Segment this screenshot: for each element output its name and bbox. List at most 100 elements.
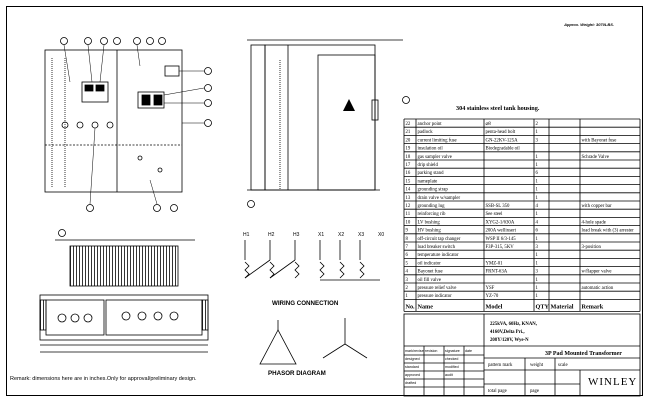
phasor-caption: PHASOR DIAGRAM [268, 370, 326, 377]
bom-cell-no: 21 [406, 130, 411, 135]
total-page-label: total page [488, 389, 507, 394]
bom-header-cell: Material [551, 303, 574, 310]
title-block-label: drafted [405, 381, 416, 385]
bom-cell-qty: 1 [536, 261, 539, 266]
bom-cell-qty: 1 [536, 253, 539, 258]
bom-cell-name: pressure indicator [418, 294, 453, 299]
wiring-diagram [244, 240, 380, 281]
spec-line-1: 225kVA, 60Hz, KNAN, [490, 322, 538, 327]
bom-cell-no: 22 [406, 122, 411, 127]
bom-cell-name: temperature indicator [418, 253, 460, 258]
bom-cell-model: Biodegradable oil [486, 147, 521, 152]
bom-cell-model: YMZ-01 [486, 261, 504, 266]
bom-cell-no: 7 [406, 245, 409, 250]
bom-cell-qty: 1 [536, 130, 539, 135]
phasor-diagram [259, 318, 368, 365]
bom-cell-qty: 1 [536, 212, 539, 217]
product-title: 3P Pad Mounted Transformer [545, 351, 622, 357]
terminal-h3: H3 [293, 232, 300, 238]
bom-header-cell: Model [486, 303, 503, 310]
title-block-label: audit [445, 373, 453, 377]
bom-cell-name: load breaker switch [418, 245, 456, 250]
bill-of-materials: 22 anchor point ⌀8 2 21 padlock penta-head bol… [403, 118, 641, 312]
bom-cell-qty: 4 [536, 204, 539, 209]
bom-cell-model: ⌀8 [486, 122, 492, 127]
bom-cell-name: oil indicator [418, 261, 442, 266]
terminal-x0: X0 [378, 232, 384, 238]
front-view [44, 49, 183, 193]
bom-cell-name: pressure relief valve [418, 286, 457, 291]
title-block-label: checked [445, 357, 458, 361]
bom-cell-name: grounding lug [418, 204, 446, 209]
bom-cell-remark: 4-hole spade [582, 220, 606, 225]
bom-cell-qty: 3 [536, 270, 539, 275]
bom-header-cell: Remark [582, 303, 604, 310]
bom-cell-name: LV bushing [418, 220, 441, 225]
bom-cell-qty: 2 [536, 122, 539, 127]
plan-view [39, 239, 209, 353]
bom-cell-no: 17 [406, 163, 411, 168]
page-label: page [530, 389, 539, 394]
bom-cell-no: 1 [406, 294, 409, 299]
balloon-side [402, 96, 410, 104]
bom-cell-model: FRNT-63A [486, 270, 508, 275]
terminal-x3: X3 [358, 232, 364, 238]
spec-line-2: 4160V,Delta Pri., [490, 330, 525, 335]
title-block-label: date [465, 349, 472, 353]
bom-cell-name: off-circuit tap changer [418, 237, 461, 242]
wiring-caption: WIRING CONNECTION [272, 300, 339, 307]
title-block-label: modified [445, 365, 459, 369]
bom-cell-qty: 1 [536, 237, 539, 242]
bom-cell-model: penta-head bolt [486, 130, 516, 135]
bom-cell-name: drain valve w/sampler [418, 196, 461, 201]
bom-cell-model: YZ-70 [486, 294, 499, 299]
bom-cell-name: reinforcing rib [418, 212, 446, 217]
bom-cell-name: oil fill valve [418, 278, 441, 283]
title-block-label: approved [405, 373, 420, 377]
terminal-h1: H1 [243, 232, 250, 238]
bom-header-cell: Name [418, 303, 434, 310]
bom-cell-qty: 6 [536, 171, 539, 176]
bom-cell-model: YSF [486, 286, 495, 291]
bom-cell-model: 200A wellinsert [486, 229, 517, 234]
bom-cell-no: 12 [406, 204, 411, 209]
bom-cell-name: HV bushing [418, 229, 442, 234]
front-view-balloons [60, 37, 212, 212]
bom-cell-qty: 3 [536, 138, 539, 143]
bom-cell-qty: 1 [536, 278, 539, 283]
bom-cell-qty: 1 [536, 188, 539, 193]
bom-cell-name: padlock [418, 130, 434, 135]
bom-cell-no: 18 [406, 155, 411, 160]
bom-cell-model: See steel [486, 212, 504, 217]
weight-label: weight [530, 363, 544, 368]
bom-cell-qty: 4 [536, 220, 539, 225]
bom-cell-name: anchor point [418, 122, 443, 127]
title-block-label: standard [405, 365, 419, 369]
bom-cell-qty: 6 [536, 229, 539, 234]
bom-cell-no: 13 [406, 196, 411, 201]
bom-cell-qty: 1 [536, 155, 539, 160]
terminal-h2: H2 [268, 232, 275, 238]
leader-lines [63, 44, 205, 205]
bom-cell-no: 10 [406, 220, 411, 225]
bom-cell-name: current limiting fuse [418, 138, 457, 143]
bom-header-cell: No. [406, 303, 416, 310]
bom-cell-remark: 3-position [582, 245, 602, 250]
title-block-label: revision [425, 349, 437, 353]
scale-label: scale [558, 363, 568, 368]
title-block [403, 313, 641, 397]
bom-cell-remark: Schrade Valve [582, 155, 609, 160]
bom-cell-remark: load break with (3) arrester [582, 229, 635, 234]
bom-cell-qty: 1 [536, 294, 539, 299]
bom-cell-no: 16 [406, 171, 411, 176]
approx-weight-note: Approx. Weight: 3070LBS. [564, 22, 614, 27]
bom-cell-qty: 3 [536, 245, 539, 250]
bom-cell-qty: 1 [536, 163, 539, 168]
bom-cell-no: 15 [406, 179, 411, 184]
bom-cell-no: 11 [406, 212, 411, 217]
bom-cell-name: nameplate [418, 179, 438, 184]
bom-cell-remark: w/flapper valve [582, 270, 612, 275]
bom-cell-no: 3 [406, 278, 409, 283]
bom-cell-name: insulation oil [418, 147, 444, 152]
